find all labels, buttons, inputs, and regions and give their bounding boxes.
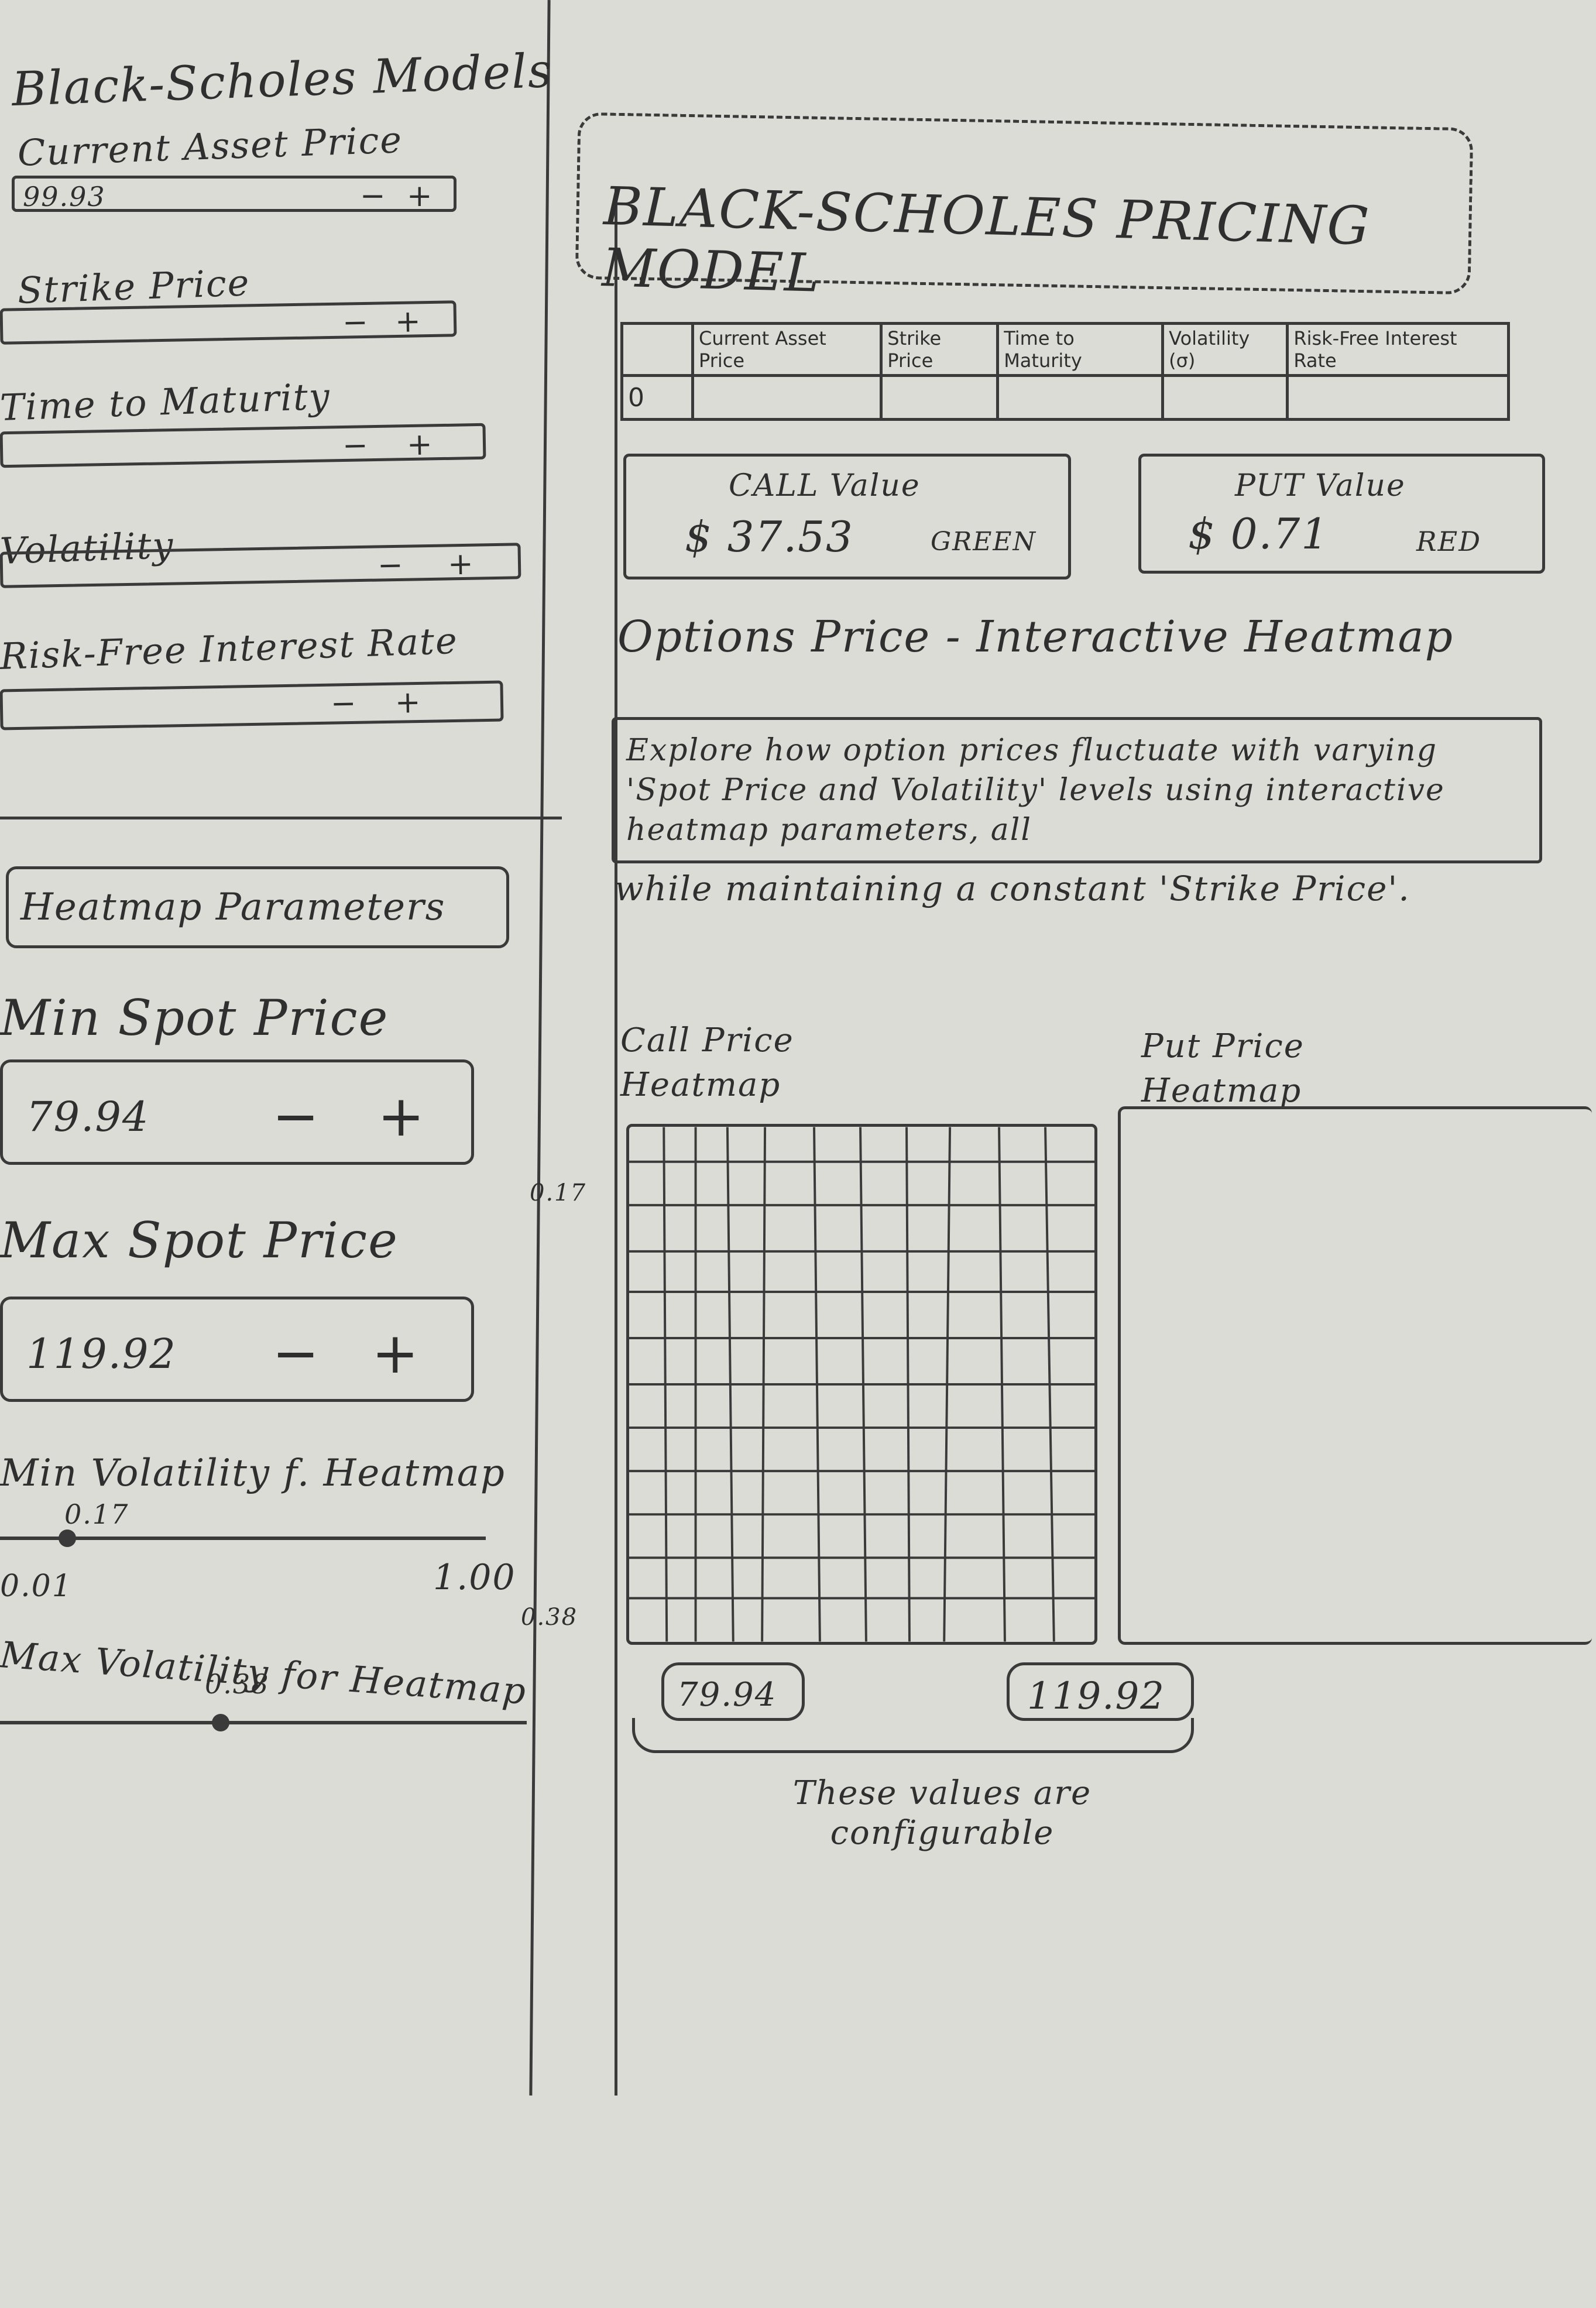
min-volatility-value: 0.17: [64, 1498, 129, 1530]
time-to-maturity-input[interactable]: − +: [0, 423, 486, 468]
table-header-index: [620, 322, 694, 377]
call-heatmap-x-left-label-box: 79.94: [661, 1662, 805, 1721]
max-spot-price-input[interactable]: 119.92 − +: [0, 1297, 474, 1402]
volatility-decrement-button[interactable]: −: [377, 547, 404, 584]
current-asset-price-decrement-button[interactable]: −: [360, 179, 386, 214]
max-volatility-slider-handle[interactable]: [212, 1714, 229, 1731]
min-spot-price-input[interactable]: 79.94 − +: [0, 1059, 474, 1165]
min-volatility-range-max: 1.00: [433, 1557, 516, 1598]
put-heatmap-title: Put Price Heatmap: [1141, 1027, 1305, 1110]
table-header-strike-price: Strike Price: [880, 322, 1000, 377]
max-spot-price-increment-button[interactable]: +: [372, 1321, 419, 1386]
table-header-time-to-maturity: Time to Maturity: [996, 322, 1165, 377]
call-value-card: CALL Value $ 37.53 GREEN: [623, 454, 1071, 579]
configurable-brace: [632, 1718, 1194, 1753]
page-title: BLACK-SCHOLES PRICING MODEL: [601, 176, 1371, 304]
max-volatility-slider-track[interactable]: [0, 1721, 527, 1724]
put-price-heatmap[interactable]: [1118, 1106, 1592, 1645]
min-volatility-label: Min Volatility f. Heatmap: [0, 1452, 506, 1495]
call-heatmap-title: Call Price Heatmap: [620, 1021, 794, 1104]
strike-price-increment-button[interactable]: +: [394, 304, 421, 340]
risk-free-rate-label: Risk-Free Interest Rate: [0, 619, 459, 678]
table-header-current-asset-price: Current Asset Price: [691, 322, 883, 377]
configurable-annotation: These values are configurable: [792, 1774, 1092, 1852]
table-cell-time-to-maturity: [996, 374, 1165, 421]
put-value-amount: $ 0.71: [1188, 509, 1330, 558]
strike-price-input[interactable]: − +: [0, 300, 457, 345]
max-volatility-value: 0.38: [205, 1668, 270, 1700]
heatmap-parameters-header: Heatmap Parameters: [6, 866, 509, 948]
min-volatility-range-min: 0.01: [0, 1569, 73, 1604]
current-asset-price-increment-button[interactable]: +: [407, 179, 433, 214]
input-parameters-table: Current Asset Price Strike Price Time to…: [620, 322, 1510, 421]
sidebar-section-divider: [0, 817, 562, 819]
current-asset-price-value: 99.93: [23, 181, 106, 212]
table-cell-strike-price: [880, 374, 1000, 421]
time-to-maturity-label: Time to Maturity: [0, 375, 331, 429]
table-cell-risk-free-rate: [1286, 374, 1510, 421]
call-heatmap-y-top-label: 0.17: [530, 1179, 587, 1206]
put-value-label: PUT Value: [1235, 468, 1406, 503]
min-volatility-slider-track[interactable]: [0, 1537, 486, 1540]
risk-free-rate-decrement-button[interactable]: −: [330, 685, 357, 722]
table-cell-volatility: [1161, 374, 1289, 421]
call-heatmap-x-left-label: 79.94: [677, 1676, 777, 1714]
call-heatmap-x-right-label: 119.92: [1027, 1675, 1165, 1718]
min-spot-price-value: 79.94: [26, 1093, 150, 1141]
table-cell-current-asset-price: [691, 374, 883, 421]
current-asset-price-label: Current Asset Price: [16, 118, 404, 174]
heatmap-info-text: Explore how option prices fluctuate with…: [626, 733, 1445, 848]
table-cell-index: 0: [620, 374, 694, 421]
volatility-increment-button[interactable]: +: [447, 546, 474, 582]
risk-free-rate-input[interactable]: − +: [0, 680, 504, 731]
min-volatility-slider-handle[interactable]: [59, 1529, 76, 1547]
min-spot-price-increment-button[interactable]: +: [377, 1083, 425, 1149]
table-header-row: Current Asset Price Strike Price Time to…: [620, 322, 1510, 377]
time-to-maturity-increment-button[interactable]: +: [406, 427, 433, 463]
put-value-color-note: RED: [1416, 526, 1482, 557]
call-heatmap-x-right-label-box: 119.92: [1007, 1662, 1194, 1721]
call-value-color-note: GREEN: [931, 527, 1037, 557]
call-price-heatmap[interactable]: [626, 1124, 1097, 1645]
call-value-label: CALL Value: [729, 468, 921, 503]
call-value-amount: $ 37.53: [685, 512, 854, 561]
table-header-risk-free-rate: Risk-Free Interest Rate: [1286, 322, 1510, 377]
table-row: 0: [620, 374, 1510, 421]
min-spot-price-label: Min Spot Price: [0, 989, 389, 1047]
max-spot-price-value: 119.92: [26, 1330, 177, 1378]
call-heatmap-y-bottom-label: 0.38: [521, 1604, 578, 1631]
heatmap-section-title: Options Price - Interactive Heatmap: [617, 612, 1454, 662]
sidebar-divider: [529, 0, 551, 2096]
main-left-edge: [615, 187, 617, 2096]
max-spot-price-decrement-button[interactable]: −: [272, 1321, 320, 1386]
min-spot-price-decrement-button[interactable]: −: [272, 1083, 320, 1149]
heatmap-parameters-title: Heatmap Parameters: [20, 886, 446, 929]
time-to-maturity-decrement-button[interactable]: −: [342, 428, 369, 464]
current-asset-price-input[interactable]: 99.93 − +: [12, 176, 457, 214]
risk-free-rate-increment-button[interactable]: +: [394, 684, 421, 721]
put-value-card: PUT Value $ 0.71 RED: [1138, 454, 1545, 574]
max-spot-price-label: Max Spot Price: [0, 1212, 399, 1269]
heatmap-info-text-continued: while maintaining a constant 'Strike Pri…: [615, 869, 1410, 908]
sidebar-title: Black-Scholes Models: [11, 43, 554, 117]
heatmap-info-box: Explore how option prices fluctuate with…: [612, 717, 1542, 863]
strike-price-decrement-button[interactable]: −: [342, 304, 369, 341]
table-header-volatility: Volatility (σ): [1161, 322, 1289, 377]
